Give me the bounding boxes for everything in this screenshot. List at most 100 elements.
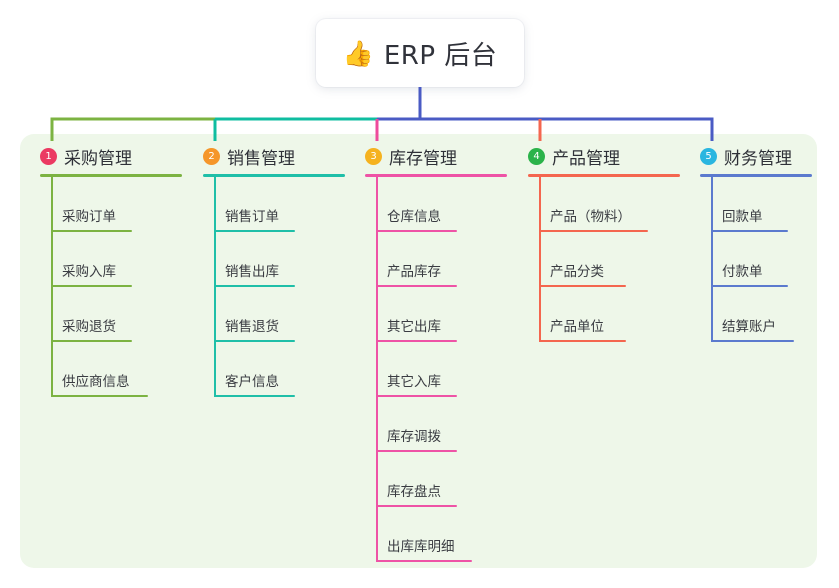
leaf-underline	[215, 230, 295, 232]
leaf-item[interactable]: 回款单	[700, 177, 820, 232]
column-title-5: 财务管理	[724, 148, 792, 169]
column-title-4: 产品管理	[552, 148, 620, 169]
column-3: 3 库存管理仓库信息产品库存其它出库其它入库库存调拨库存盘点出库库明细	[365, 143, 515, 562]
leaf-item[interactable]: 产品库存	[365, 232, 515, 287]
leaf-list-5: 回款单付款单结算账户	[700, 177, 820, 342]
leaf-list-2: 销售订单销售出库销售退货客户信息	[203, 177, 353, 397]
leaf-underline	[377, 395, 457, 397]
leaf-item[interactable]: 销售退货	[203, 287, 353, 342]
column-header-2[interactable]: 2 销售管理	[203, 143, 353, 169]
leaf-spine-1	[51, 177, 53, 397]
leaf-label: 仓库信息	[387, 209, 441, 225]
column-underline-1	[40, 174, 182, 177]
leaf-item[interactable]: 出库库明细	[365, 507, 515, 562]
leaf-underline	[377, 560, 472, 562]
leaf-item[interactable]: 产品分类	[528, 232, 688, 287]
leaf-underline	[712, 285, 788, 287]
leaf-item[interactable]: 采购退货	[40, 287, 190, 342]
leaf-label: 其它出库	[387, 319, 441, 335]
leaf-underline	[540, 285, 626, 287]
column-title-3: 库存管理	[389, 148, 457, 169]
column-5: 5 财务管理回款单付款单结算账户	[700, 143, 820, 342]
column-header-3[interactable]: 3 库存管理	[365, 143, 515, 169]
leaf-underline	[377, 230, 457, 232]
leaf-list-3: 仓库信息产品库存其它出库其它入库库存调拨库存盘点出库库明细	[365, 177, 515, 562]
leaf-underline	[377, 505, 457, 507]
thumbs-up-icon: 👍	[342, 38, 374, 68]
leaf-underline	[52, 230, 132, 232]
leaf-underline	[712, 340, 794, 342]
leaf-item[interactable]: 客户信息	[203, 342, 353, 397]
column-underline-3	[365, 174, 507, 177]
column-1: 1 采购管理采购订单采购入库采购退货供应商信息	[40, 143, 190, 397]
column-underline-2	[203, 174, 345, 177]
column-badge-4: 4	[528, 147, 545, 165]
leaf-label: 销售订单	[225, 209, 279, 225]
leaf-underline	[377, 340, 457, 342]
leaf-spine-2	[214, 177, 216, 397]
leaf-item[interactable]: 付款单	[700, 232, 820, 287]
leaf-label: 库存盘点	[387, 484, 441, 500]
column-badge-3: 3	[365, 147, 382, 165]
leaf-spine-5	[711, 177, 713, 342]
leaf-underline	[52, 395, 148, 397]
column-4: 4 产品管理产品（物料） 产品分类产品单位	[528, 143, 688, 342]
leaf-item[interactable]: 其它出库	[365, 287, 515, 342]
leaf-item[interactable]: 产品（物料）	[528, 177, 688, 232]
leaf-underline	[377, 285, 457, 287]
leaf-spine-3	[376, 177, 378, 562]
leaf-item[interactable]: 其它入库	[365, 342, 515, 397]
leaf-label: 产品分类	[550, 264, 604, 280]
column-badge-5: 5	[700, 147, 717, 165]
leaf-label: 库存调拨	[387, 429, 441, 445]
leaf-item[interactable]: 销售订单	[203, 177, 353, 232]
column-header-5[interactable]: 5 财务管理	[700, 143, 820, 169]
diagram-panel	[20, 134, 817, 568]
leaf-label: 销售出库	[225, 264, 279, 280]
leaf-label: 其它入库	[387, 374, 441, 390]
column-2: 2 销售管理销售订单销售出库销售退货客户信息	[203, 143, 353, 397]
leaf-label: 产品库存	[387, 264, 441, 280]
leaf-underline	[52, 285, 132, 287]
column-title-1: 采购管理	[64, 148, 132, 169]
leaf-underline	[377, 450, 457, 452]
leaf-underline	[215, 285, 295, 287]
leaf-label: 结算账户	[722, 319, 776, 335]
leaf-item[interactable]: 销售出库	[203, 232, 353, 287]
leaf-item[interactable]: 产品单位	[528, 287, 688, 342]
column-header-1[interactable]: 1 采购管理	[40, 143, 190, 169]
leaf-label: 付款单	[722, 264, 763, 280]
column-title-2: 销售管理	[227, 148, 295, 169]
leaf-list-4: 产品（物料） 产品分类产品单位	[528, 177, 688, 342]
leaf-spine-4	[539, 177, 541, 342]
column-header-4[interactable]: 4 产品管理	[528, 143, 688, 169]
leaf-underline	[52, 340, 132, 342]
column-badge-2: 2	[203, 147, 220, 165]
leaf-underline	[712, 230, 788, 232]
leaf-label: 回款单	[722, 209, 763, 225]
column-underline-5	[700, 174, 812, 177]
leaf-underline	[215, 395, 295, 397]
leaf-item[interactable]: 库存调拨	[365, 397, 515, 452]
leaf-item[interactable]: 采购订单	[40, 177, 190, 232]
leaf-item[interactable]: 采购入库	[40, 232, 190, 287]
leaf-label: 产品单位	[550, 319, 604, 335]
leaf-label: 产品（物料）	[550, 209, 631, 225]
leaf-list-1: 采购订单采购入库采购退货供应商信息	[40, 177, 190, 397]
leaf-underline	[540, 230, 648, 232]
column-underline-4	[528, 174, 680, 177]
leaf-item[interactable]: 供应商信息	[40, 342, 190, 397]
leaf-item[interactable]: 库存盘点	[365, 452, 515, 507]
leaf-underline	[215, 340, 295, 342]
leaf-item[interactable]: 结算账户	[700, 287, 820, 342]
column-badge-1: 1	[40, 147, 57, 165]
leaf-label: 采购订单	[62, 209, 116, 225]
leaf-label: 销售退货	[225, 319, 279, 335]
root-title: ERP 后台	[383, 40, 498, 71]
leaf-label: 采购入库	[62, 264, 116, 280]
leaf-label: 供应商信息	[62, 374, 130, 390]
root-node-card[interactable]: 👍 ERP 后台	[316, 19, 524, 87]
leaf-label: 客户信息	[225, 374, 279, 390]
leaf-label: 采购退货	[62, 319, 116, 335]
leaf-item[interactable]: 仓库信息	[365, 177, 515, 232]
